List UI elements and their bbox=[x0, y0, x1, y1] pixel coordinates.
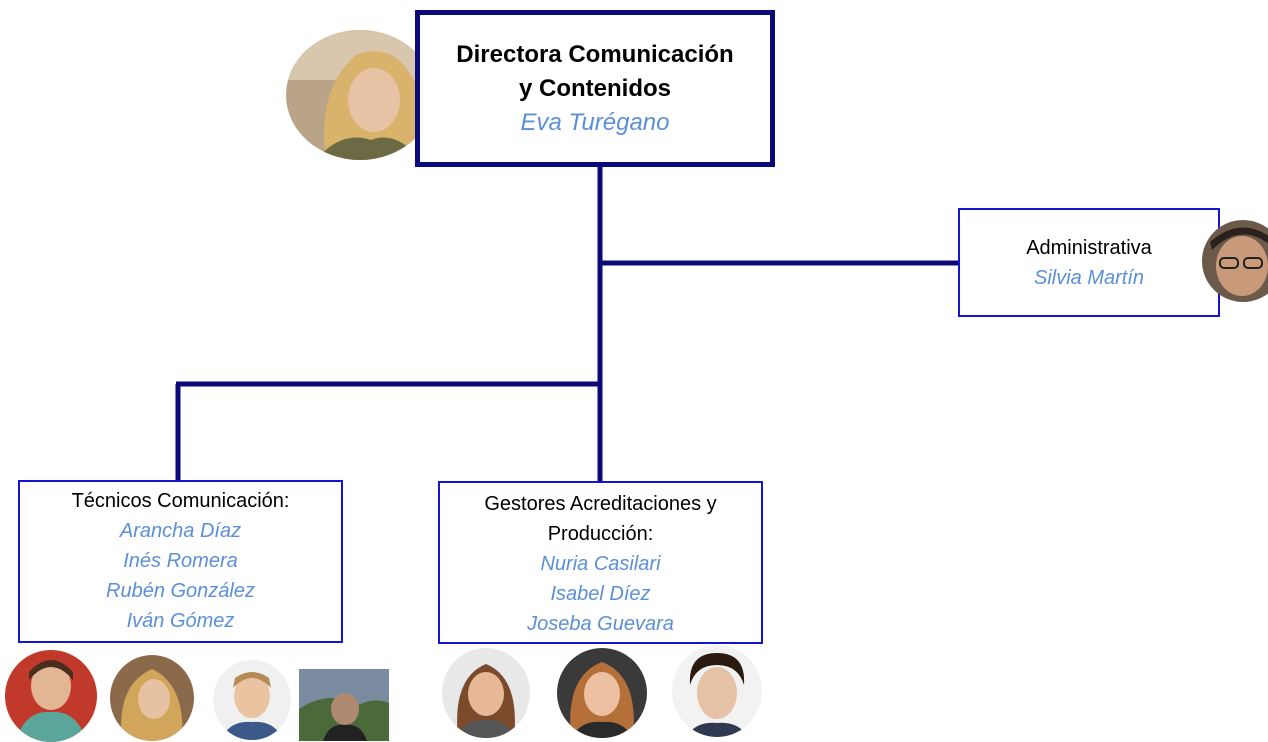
tecnicos-member: Arancha Díaz bbox=[119, 520, 242, 542]
gestores-member: Nuria Casilari bbox=[540, 553, 661, 575]
tecnicos-role: Técnicos Comunicación: bbox=[71, 490, 290, 512]
tecnicos-member: Inés Romera bbox=[123, 550, 238, 572]
director-role-line1: Directora Comunicación bbox=[456, 40, 734, 68]
avatar-gestor bbox=[672, 645, 762, 737]
avatar-admin bbox=[1202, 220, 1268, 302]
tecnicos-box: Técnicos Comunicación: Arancha Díaz Inés… bbox=[18, 480, 343, 643]
avatar-director bbox=[286, 30, 434, 160]
admin-box: Administrativa Silvia Martín bbox=[958, 208, 1220, 317]
admin-role: Administrativa bbox=[1026, 236, 1152, 259]
avatar-tecnico bbox=[110, 655, 194, 741]
director-role-line2: y Contenidos bbox=[518, 74, 671, 102]
avatar-tecnico bbox=[213, 660, 291, 740]
director-name: Eva Turégano bbox=[520, 108, 670, 136]
admin-name: Silvia Martín bbox=[1033, 266, 1145, 289]
tecnicos-member: Iván Gómez bbox=[126, 610, 235, 632]
gestores-role-line1: Gestores Acreditaciones y bbox=[484, 493, 717, 515]
tecnicos-member: Rubén González bbox=[106, 580, 255, 602]
gestores-role-line2: Producción: bbox=[547, 523, 654, 545]
director-box: Directora Comunicación y Contenidos Eva … bbox=[415, 10, 775, 167]
avatar-gestor bbox=[442, 648, 530, 738]
gestores-box: Gestores Acreditaciones y Producción: Nu… bbox=[438, 481, 763, 644]
gestores-member: Isabel Díez bbox=[550, 583, 651, 605]
avatar-gestor bbox=[557, 648, 647, 738]
gestores-member: Joseba Guevara bbox=[527, 613, 674, 635]
avatar-tecnico bbox=[299, 669, 389, 741]
avatar-tecnico bbox=[5, 650, 97, 742]
